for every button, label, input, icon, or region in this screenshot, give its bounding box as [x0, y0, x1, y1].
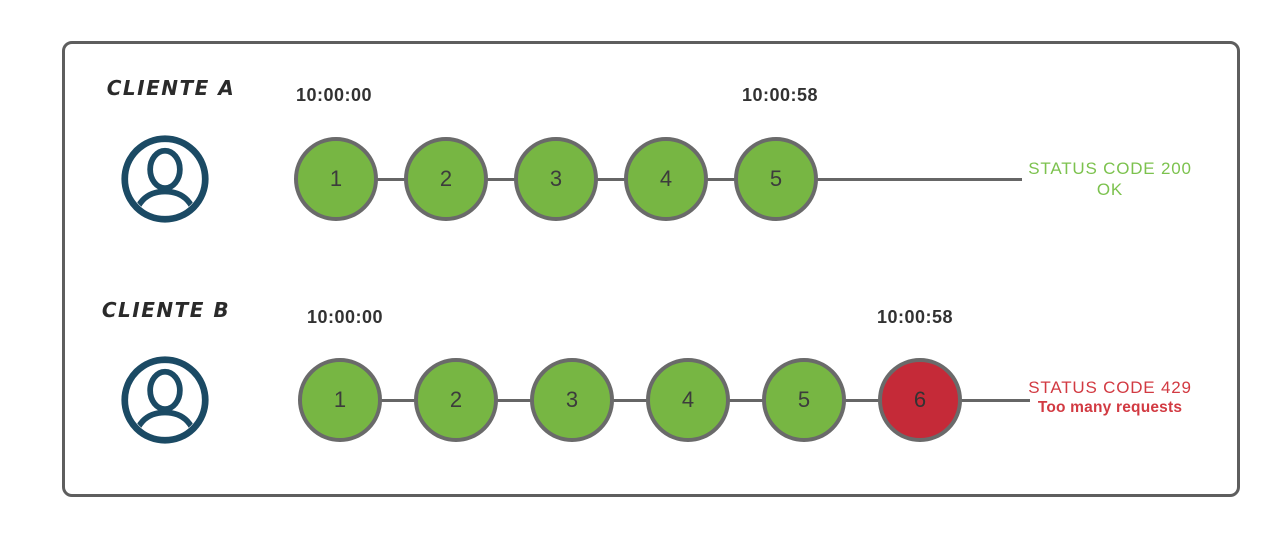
request-number: 4	[681, 387, 695, 412]
client-a-status-code: STATUS CODE 200	[1028, 159, 1192, 178]
client-b-label: CLIENTE B	[101, 298, 231, 322]
client-b-status-code: STATUS CODE 429	[1028, 378, 1192, 397]
request-number: 1	[329, 166, 343, 191]
request-number: 5	[769, 166, 783, 191]
client-b-start-timestamp: 10:00:00	[307, 307, 384, 327]
client-a-request-3: 3	[514, 137, 598, 221]
request-number: 3	[565, 387, 579, 412]
client-b-status-block: STATUS CODE 429 Too many requests	[1026, 377, 1194, 417]
client-a-end-timestamp: 10:00:58	[742, 85, 819, 105]
request-number: 3	[549, 166, 563, 191]
client-b-request-5: 5	[762, 358, 846, 442]
request-number: 2	[439, 166, 453, 191]
request-number: 2	[449, 387, 463, 412]
client-a-status-block: STATUS CODE 200 OK	[1026, 158, 1194, 200]
request-number: 1	[333, 387, 347, 412]
client-a-request-5: 5	[734, 137, 818, 221]
client-a-start-timestamp: 10:00:00	[296, 85, 373, 105]
client-b-request-1: 1	[298, 358, 382, 442]
client-b-user-avatar-icon	[119, 354, 211, 446]
request-number: 5	[797, 387, 811, 412]
client-b-request-3: 3	[530, 358, 614, 442]
client-a-user-avatar-icon	[119, 133, 211, 225]
client-b-request-4: 4	[646, 358, 730, 442]
client-b-status-text: Too many requests	[1037, 399, 1183, 416]
client-b-request-2: 2	[414, 358, 498, 442]
client-a-request-4: 4	[624, 137, 708, 221]
diagram-frame	[62, 41, 1240, 497]
client-a-label: CLIENTE A	[106, 76, 236, 100]
request-number: 6	[913, 387, 927, 412]
client-b-end-timestamp: 10:00:58	[877, 307, 954, 327]
client-a-request-1: 1	[294, 137, 378, 221]
request-number: 4	[659, 166, 673, 191]
client-a-status-text: OK	[1096, 180, 1124, 199]
client-a-request-2: 2	[404, 137, 488, 221]
client-b-request-6-blocked: 6	[878, 358, 962, 442]
